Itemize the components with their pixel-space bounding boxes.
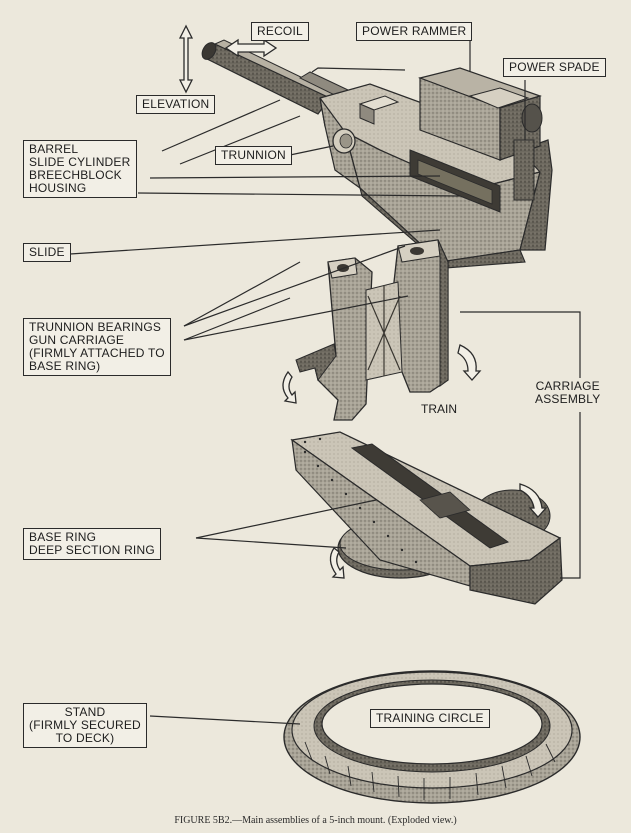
base-ring-assembly	[290, 431, 563, 605]
figure-caption: FIGURE 5B2.—Main assemblies of a 5-inch …	[174, 815, 457, 826]
elevation-arrow-icon	[178, 24, 194, 94]
assembly-label: ASSEMBLY	[535, 392, 601, 406]
gun-housing-assembly	[201, 39, 553, 269]
stand-note-line2: TO DECK)	[55, 731, 115, 745]
housing-label: HOUSING	[29, 181, 87, 195]
slide-label: SLIDE	[23, 243, 71, 262]
leader-lines	[69, 38, 581, 725]
trunnion-group-label: TRUNNION BEARINGS GUN CARRIAGE (FIRMLY A…	[23, 318, 171, 376]
train-label: TRAIN	[421, 402, 457, 416]
base-ring-note-label: BASE RING)	[29, 359, 101, 373]
training-circle-label: TRAINING CIRCLE	[370, 709, 490, 728]
gun-carriage	[295, 239, 449, 421]
carriage-label: CARRIAGE	[535, 379, 600, 393]
motion-arrows	[178, 24, 548, 579]
carriage-assembly-label: CARRIAGE ASSEMBLY	[530, 378, 606, 408]
training-circle	[283, 670, 581, 804]
trunnion-label: TRUNNION	[215, 146, 292, 165]
base-ring-label: BASE RING	[29, 530, 97, 544]
deep-section-ring-label: DEEP SECTION RING	[29, 543, 155, 557]
base-ring-group-label: BASE RING DEEP SECTION RING	[23, 528, 161, 560]
trunnion-bearings-label: TRUNNION BEARINGS	[29, 320, 162, 334]
train-arrow-icon	[519, 483, 548, 518]
gun-carriage-label: GUN CARRIAGE	[29, 333, 125, 347]
power-spade-label: POWER SPADE	[503, 58, 606, 77]
recoil-label: RECOIL	[251, 22, 309, 41]
barrel-label: BARREL	[29, 142, 79, 156]
power-rammer-label: POWER RAMMER	[356, 22, 473, 41]
slide-cylinder-label: SLIDE CYLINDER	[29, 155, 131, 169]
train-arrow-icon	[457, 344, 482, 381]
barrel-group-label: BARREL SLIDE CYLINDER BREECHBLOCK HOUSIN…	[23, 140, 137, 198]
power-spade	[513, 139, 535, 201]
recoil-arrow-icon	[224, 38, 278, 58]
breechblock-label: BREECHBLOCK	[29, 168, 122, 182]
stand-note-line1: (FIRMLY SECURED	[29, 718, 141, 732]
stand-title-label: STAND	[64, 705, 106, 719]
firmly-attached-label: (FIRMLY ATTACHED TO	[29, 346, 165, 360]
stand-label: STAND (FIRMLY SECURED TO DECK)	[23, 703, 147, 748]
train-arrow-icon	[282, 370, 297, 404]
elevation-label: ELEVATION	[136, 95, 216, 114]
train-arrow-icon	[329, 547, 345, 579]
